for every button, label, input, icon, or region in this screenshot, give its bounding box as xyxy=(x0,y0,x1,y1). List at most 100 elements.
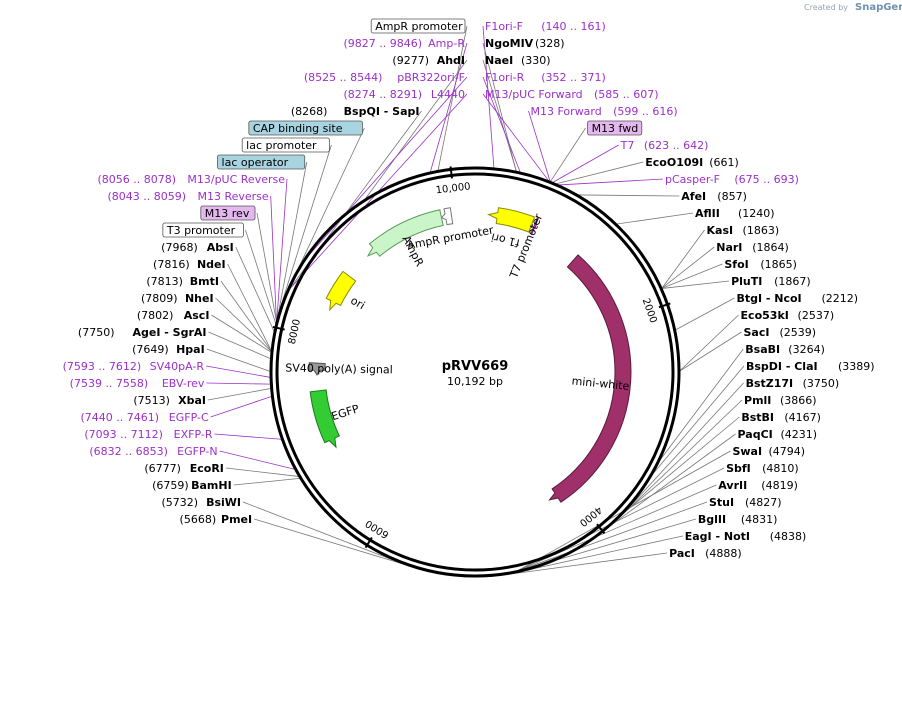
feature-arrow-egfp[interactable] xyxy=(309,389,340,449)
primer-label[interactable]: pBR322ori-F(8525 .. 8544) xyxy=(304,71,465,84)
feature-arrow-sv40-poly-a-signal[interactable] xyxy=(308,362,326,376)
site-label[interactable]: PluTI(1867) xyxy=(731,275,811,288)
site-label[interactable]: NgoMIV(328) xyxy=(485,37,565,50)
primer-label[interactable]: EBV-rev(7539 .. 7558) xyxy=(70,377,205,390)
site-label[interactable]: NarI(1864) xyxy=(716,241,789,254)
site-label[interactable]: BsaBI(3264) xyxy=(745,343,825,356)
primer-label[interactable]: Amp-R(9827 .. 9846) xyxy=(343,37,465,50)
primer-range: (7093 .. 7112) xyxy=(84,428,163,441)
site-label[interactable]: NaeI(330) xyxy=(485,54,551,67)
site-label[interactable]: Eco53kI(2537) xyxy=(741,309,835,322)
primer-label[interactable]: M13 Forward(599 .. 616) xyxy=(531,105,678,118)
site-label[interactable]: BmtI(7813) xyxy=(146,275,219,288)
primer-range: (8525 .. 8544) xyxy=(304,71,383,84)
feature-arrow-mini-white[interactable] xyxy=(548,254,632,503)
feature-arrow-f1-ori[interactable] xyxy=(487,207,536,233)
leader-line xyxy=(211,314,272,353)
site-label[interactable]: PacI(4888) xyxy=(669,547,742,560)
site-position: (7809) xyxy=(141,292,178,305)
site-name: Eco53kI xyxy=(741,309,789,322)
site-label[interactable]: BstBI(4167) xyxy=(741,411,821,424)
primer-label[interactable]: EGFP-N(6832 .. 6853) xyxy=(89,445,217,458)
feature-callout[interactable]: T3 promoter xyxy=(162,222,244,238)
feature-callout[interactable]: lac promoter xyxy=(241,137,330,153)
primer-label[interactable]: pCasper-F(675 .. 693) xyxy=(665,173,799,186)
site-label[interactable]: SacI(2539) xyxy=(744,326,817,339)
site-label[interactable]: BtgI - NcoI(2212) xyxy=(736,292,858,305)
primer-label[interactable]: M13 Reverse(8043 .. 8059) xyxy=(108,190,269,203)
primer-label[interactable]: F1ori-R(352 .. 371) xyxy=(485,71,606,84)
leader-line xyxy=(220,280,272,351)
feature-arrow-ampr-promoter[interactable] xyxy=(440,207,454,226)
primer-name: M13 Forward xyxy=(531,105,602,118)
primer-label[interactable]: M13/pUC Reverse(8056 .. 8078) xyxy=(97,173,285,186)
site-label[interactable]: NheI(7809) xyxy=(141,292,214,305)
site-label[interactable]: AvrII(4819) xyxy=(718,479,798,492)
callout-box xyxy=(217,154,306,170)
site-position: (4888) xyxy=(705,547,742,560)
site-label[interactable]: EcoO109I(661) xyxy=(645,156,739,169)
primer-label[interactable]: L4440(8274 .. 8291) xyxy=(343,88,465,101)
feature-callout[interactable]: CAP binding site xyxy=(248,120,363,136)
site-label[interactable]: AflII(1240) xyxy=(695,207,775,220)
primer-label[interactable]: EGFP-C(7440 .. 7461) xyxy=(80,411,208,424)
leader-line xyxy=(660,348,744,460)
site-label[interactable]: PaqCI(4231) xyxy=(738,428,818,441)
primer-name: Amp-R xyxy=(428,37,465,50)
site-label[interactable]: EcoRI(6777) xyxy=(144,462,224,475)
site-label[interactable]: BspDI - ClaI(3389) xyxy=(746,360,875,373)
feature-label: f1 ori xyxy=(490,230,521,249)
site-label[interactable]: BspQI - SapI(8268) xyxy=(291,105,420,118)
site-label[interactable]: StuI(4827) xyxy=(709,496,782,509)
site-name: EcoRI xyxy=(190,462,224,475)
feature-callout[interactable]: M13 fwd xyxy=(587,120,643,136)
site-label[interactable]: EagI - NotI(4838) xyxy=(685,530,807,543)
site-label[interactable]: NdeI(7816) xyxy=(153,258,226,271)
primer-name: M13/pUC Reverse xyxy=(187,173,285,186)
watermark-prefix: Created by xyxy=(804,3,848,12)
site-label[interactable]: AfeI(857) xyxy=(681,190,747,203)
primer-range: (7593 .. 7612) xyxy=(63,360,142,373)
site-name: AgeI - SgrAI xyxy=(132,326,206,339)
site-label[interactable]: BamHI(6759) xyxy=(152,479,232,492)
feature-callout[interactable]: AmpR promoter xyxy=(370,18,466,34)
primer-label[interactable]: F1ori-F(140 .. 161) xyxy=(485,20,606,33)
site-name: AbsI xyxy=(207,241,234,254)
primer-name: pCasper-F xyxy=(665,173,720,186)
site-label[interactable]: BsiWI(5732) xyxy=(161,496,241,509)
feature-callout[interactable]: lac operator xyxy=(217,154,306,170)
leader-line xyxy=(662,280,730,289)
primer-label[interactable]: EXFP-R(7093 .. 7112) xyxy=(84,428,213,441)
site-label[interactable]: SwaI(4794) xyxy=(732,445,805,458)
site-label[interactable]: BstZ17I(3750) xyxy=(746,377,840,390)
site-label[interactable]: XbaI(7513) xyxy=(133,394,206,407)
site-label[interactable]: HpaI(7649) xyxy=(132,343,205,356)
site-name: BamHI xyxy=(191,479,232,492)
site-label[interactable]: AscI(7802) xyxy=(137,309,210,322)
callout-text: M13 rev xyxy=(205,207,250,220)
site-label[interactable]: AbsI(7968) xyxy=(161,241,234,254)
feature-arrow-t7-promoter[interactable] xyxy=(530,217,539,234)
site-label[interactable]: PmlI(3866) xyxy=(744,394,817,407)
site-label[interactable]: SfoI(1865) xyxy=(724,258,797,271)
site-label[interactable]: AgeI - SgrAI(7750) xyxy=(78,326,207,339)
feature-arrow-ori[interactable] xyxy=(325,270,357,312)
primer-label[interactable]: M13/pUC Forward(585 .. 607) xyxy=(485,88,659,101)
site-position: (3264) xyxy=(788,343,825,356)
feature-callout[interactable]: M13 rev xyxy=(200,205,256,221)
primer-label[interactable]: T7(623 .. 642) xyxy=(620,139,709,152)
leader-line xyxy=(225,467,299,477)
feature-arrow-ampr[interactable] xyxy=(366,209,444,257)
site-label[interactable]: BglII(4831) xyxy=(698,513,778,526)
site-label[interactable]: AhdI(9277) xyxy=(392,54,465,67)
site-label[interactable]: KasI(1863) xyxy=(707,224,780,237)
site-labels: F1ori-F(140 .. 161) NgoMIV(328) NaeI(330) F… xyxy=(63,18,875,560)
site-label[interactable]: PmeI(5668) xyxy=(180,513,253,526)
site-label[interactable]: SbfI(4810) xyxy=(726,462,799,475)
leader-line xyxy=(365,59,468,199)
primer-range: (8043 .. 8059) xyxy=(108,190,187,203)
ring-tick xyxy=(658,302,671,309)
site-name: NgoMIV xyxy=(485,37,534,50)
site-position: (857) xyxy=(717,190,747,203)
primer-label[interactable]: SV40pA-R(7593 .. 7612) xyxy=(63,360,205,373)
